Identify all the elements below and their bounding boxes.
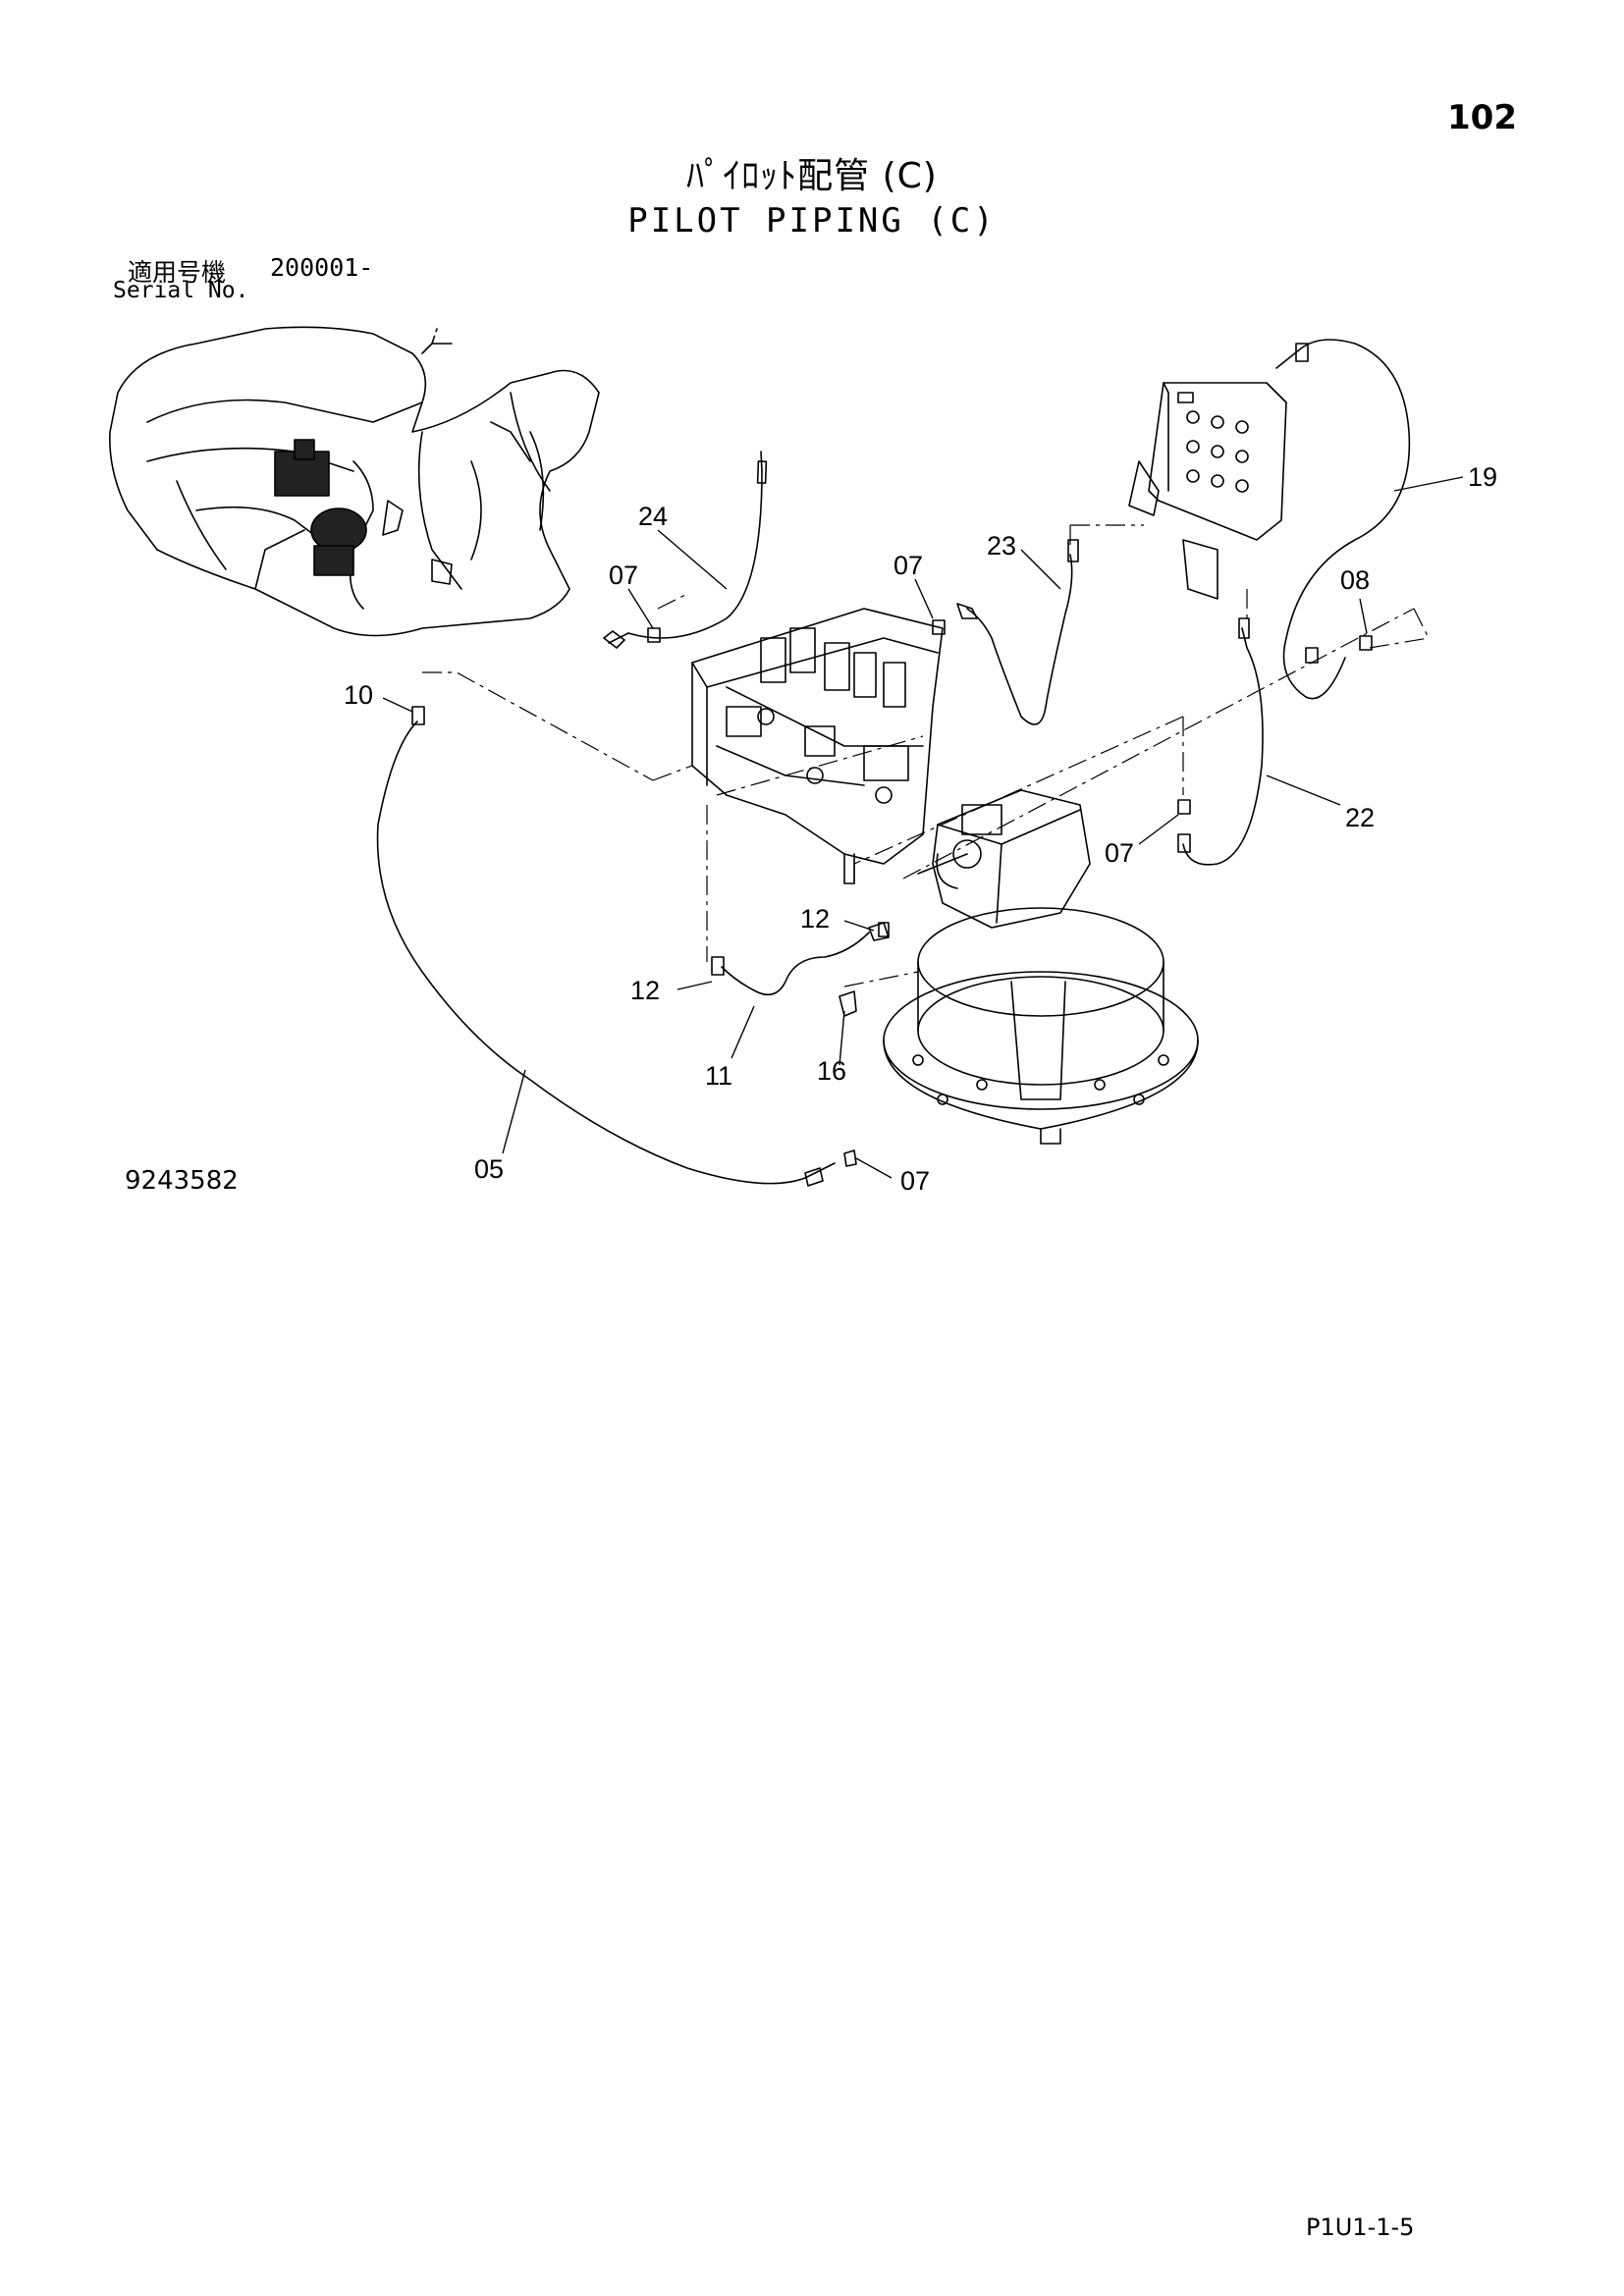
pipe-24	[603, 451, 768, 649]
fitting-16	[839, 990, 857, 1017]
pipe-19	[1275, 339, 1411, 700]
fitting-07-left	[647, 627, 661, 643]
fitting-12-upper	[878, 922, 890, 937]
callout-16: 16	[817, 1056, 846, 1086]
callout-19: 19	[1468, 462, 1497, 492]
callout-07-bottom: 07	[900, 1166, 930, 1196]
control-valve	[691, 608, 944, 884]
highlighted-component-thumbnail	[274, 439, 367, 576]
page-title-japanese: ﾊﾟｲﾛｯﾄ配管 (C)	[686, 156, 938, 196]
callout-07-right: 07	[1105, 838, 1134, 868]
callout-12-upper: 12	[800, 904, 830, 934]
machine-overview-illustration	[109, 326, 600, 637]
callout-11: 11	[705, 1061, 732, 1091]
callout-08: 08	[1340, 565, 1370, 595]
fitting-07-center	[932, 619, 946, 635]
page-number: 102	[1447, 98, 1517, 137]
swing-motor	[883, 789, 1199, 1145]
callout-07-left: 07	[609, 561, 638, 590]
pipe-11	[711, 922, 890, 996]
pipe-05	[376, 706, 857, 1187]
callout-leaders	[382, 476, 1464, 1179]
serial-number-range: 200001-	[270, 253, 374, 282]
serial-label-japanese: 適用号機	[128, 258, 227, 287]
callout-12-lower: 12	[630, 976, 660, 1005]
page-title-english: PILOT PIPING (C)	[627, 201, 997, 240]
pilot-valve-block	[1128, 382, 1287, 600]
drawing-number: 9243582	[125, 1166, 239, 1196]
serial-label-english: Serial No.	[113, 278, 249, 303]
pipe-23	[956, 539, 1079, 725]
sheet-code: P1U1-1-5	[1306, 2214, 1415, 2241]
callout-24: 24	[638, 502, 668, 531]
callout-10: 10	[344, 680, 373, 710]
fitting-08	[1359, 635, 1373, 651]
callout-23: 23	[987, 531, 1016, 561]
callout-05: 05	[474, 1154, 504, 1184]
pipe-22	[1177, 617, 1264, 866]
assembly-guide-lines	[422, 524, 1430, 988]
fitting-07-right	[1177, 799, 1191, 815]
callout-22: 22	[1345, 803, 1375, 832]
callout-07-center: 07	[893, 551, 923, 580]
